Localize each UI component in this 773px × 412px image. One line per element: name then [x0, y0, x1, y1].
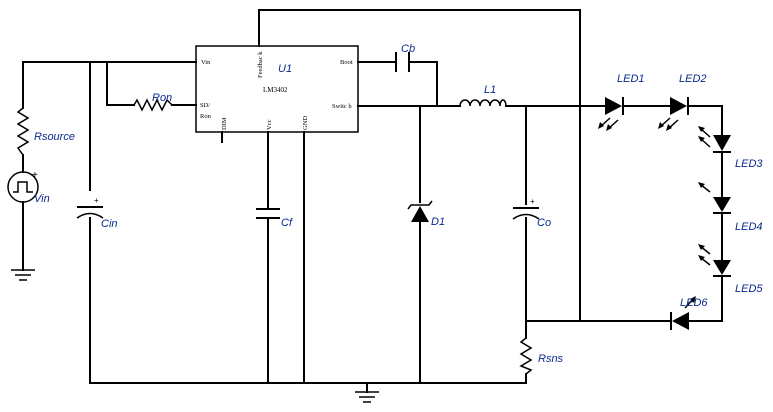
pin-vin-label: Vin [201, 59, 211, 66]
ic-part-number: LM3402 [263, 86, 288, 94]
led1-label: LED1 [617, 73, 645, 85]
cb-label: Cb [401, 43, 415, 55]
pin-feedback-label: Feedbac k [257, 51, 264, 78]
l1-label: L1 [484, 84, 496, 96]
co-label: Co [537, 217, 551, 229]
cf-label: Cf [281, 217, 293, 229]
resistor-rsns: Rsns [519, 337, 564, 375]
cin-label: Cin [101, 218, 118, 230]
pin-switch-label: Switc h [332, 103, 352, 110]
voltage-source-vin: + Vin [7, 170, 50, 205]
co-plus-sign: + [530, 197, 535, 206]
diode-d1: D1 [407, 200, 445, 228]
led4-label: LED4 [735, 221, 763, 233]
ic-body [195, 45, 359, 133]
led1: LED1 [598, 73, 645, 131]
led2-label: LED2 [679, 73, 707, 85]
pin-sd-label: SD/ [200, 102, 210, 109]
ic-reference: U1 [278, 63, 292, 75]
led6: LED6 [670, 296, 708, 330]
capacitor-cf: Cf [256, 208, 293, 229]
inductor-l1: L1 [459, 84, 507, 107]
pin-ron-label: Ron [200, 113, 212, 120]
resistor-rsource: Rsource [16, 107, 75, 156]
led6-label: LED6 [680, 297, 708, 309]
capacitor-co: + Co [512, 197, 551, 229]
rsns-label: Rsns [538, 353, 564, 365]
vin-plus-sign: + [32, 170, 38, 181]
led2: LED2 [658, 73, 707, 131]
d1-label: D1 [431, 216, 445, 228]
pin-dim-label: DIM [221, 117, 228, 130]
led5: LED5 [698, 244, 763, 295]
ron-label: Ron [152, 92, 172, 104]
ic-u1: U1 LM3402 Vin SD/ Ron Boot Switc h Feedb… [195, 45, 359, 133]
led3-label: LED3 [735, 158, 763, 170]
rsource-label: Rsource [34, 131, 75, 143]
led5-label: LED5 [735, 283, 763, 295]
ground-symbol-bottom [355, 391, 379, 403]
vin-label: Vin [34, 193, 50, 205]
ground-symbol-left [11, 269, 35, 281]
capacitor-cin: + Cin [76, 196, 118, 230]
pin-vcc-label: Vcc [266, 119, 273, 130]
pin-boot-label: Boot [340, 59, 353, 66]
wires [22, 9, 723, 393]
pin-gnd-label: GND [302, 116, 309, 130]
capacitor-cb: Cb [395, 43, 415, 72]
cin-plus-sign: + [94, 196, 99, 205]
led3: LED3 [698, 126, 763, 170]
led4: LED4 [698, 182, 763, 233]
resistor-ron: Ron [133, 92, 173, 112]
